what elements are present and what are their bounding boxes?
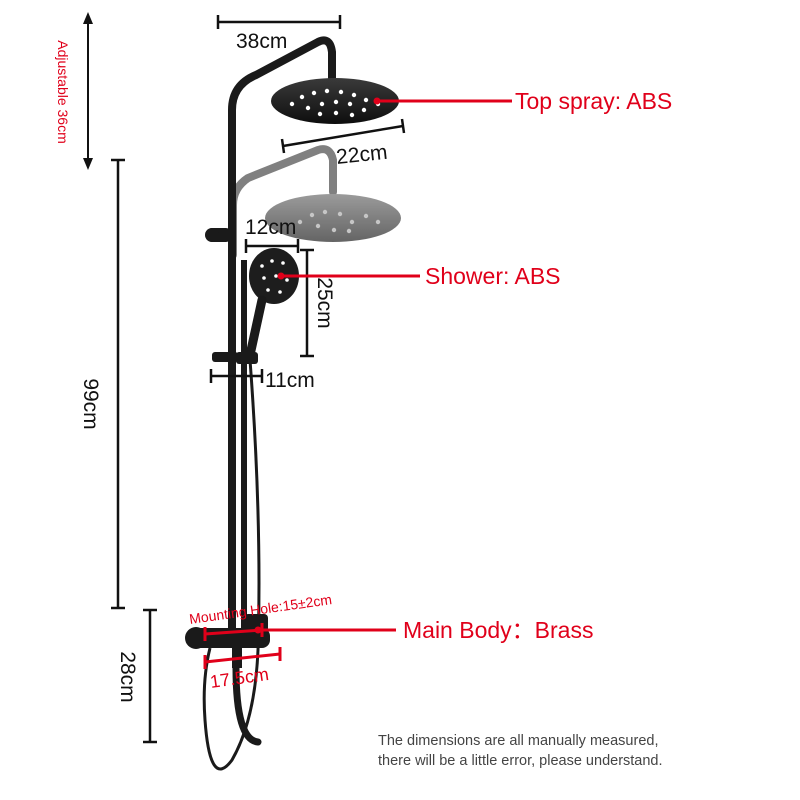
adjustable-label: Adjustable 36cm: [55, 40, 71, 144]
top-spray-callout: Top spray: ABS: [515, 88, 672, 114]
handshower-length-label: 25cm: [313, 277, 336, 328]
measurement-note-line-2: there will be a little error, please und…: [378, 753, 663, 769]
adjustable-arrow: [83, 12, 93, 170]
measurement-note-line-1: The dimensions are all manually measured…: [378, 733, 658, 749]
holder-width-line: [209, 369, 264, 383]
body-height-label: 28cm: [116, 651, 139, 702]
rail-height-label: 99cm: [79, 378, 102, 429]
callout-leaders: [254, 97, 512, 634]
top-width-label: 38cm: [236, 30, 287, 53]
hand-shower: [212, 248, 299, 364]
shower-rail: [205, 36, 336, 636]
main-body-callout: Main Body：Brass: [403, 617, 593, 643]
head-diameter-line: [280, 118, 406, 154]
dimension-lines: [83, 12, 406, 744]
holder-width-label: 11cm: [265, 369, 315, 392]
body-width-label: 17.5cm: [209, 664, 270, 692]
handshower-length-line: [300, 248, 314, 358]
body-width-line: [203, 647, 282, 669]
lowered-position-ghost: [229, 145, 401, 259]
rail-height-line: [111, 158, 125, 610]
shower-callout: Shower: ABS: [425, 263, 561, 289]
top-width-line: [216, 15, 342, 29]
handshower-width-label: 12cm: [245, 216, 296, 239]
handshower-width-line: [244, 239, 300, 253]
shower-system: [185, 36, 401, 771]
red-measurement-lines: [203, 623, 282, 669]
body-height-line: [143, 608, 157, 744]
head-diameter-label: 22cm: [335, 141, 388, 169]
